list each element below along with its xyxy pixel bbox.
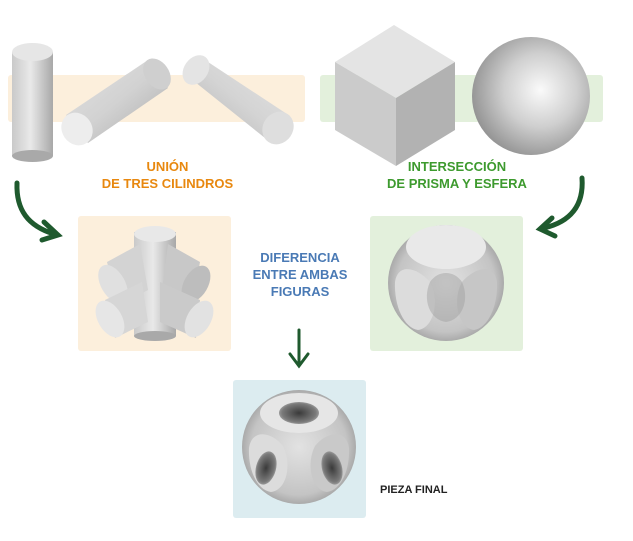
arrow-to-intersection	[535, 175, 585, 239]
union-label-line1: UNIÓN	[146, 159, 189, 174]
difference-label-line3: FIGURAS	[270, 284, 330, 299]
arrow-to-final	[288, 328, 310, 369]
difference-label-line1: DIFERENCIA	[260, 250, 340, 265]
arrow-to-union	[14, 180, 63, 243]
final-result-figure	[242, 390, 356, 504]
union-result-figure	[95, 226, 214, 341]
final-label: PIEZA FINAL	[380, 484, 448, 496]
union-label-line2: DE TRES CILINDROS	[101, 176, 234, 191]
vertical-cylinder	[12, 43, 53, 162]
intersection-label-line2: DE PRISMA Y ESFERA	[387, 176, 527, 191]
intersection-label: INTERSECCIÓN DE PRISMA Y ESFERA	[368, 158, 546, 192]
intersection-label-line1: INTERSECCIÓN	[407, 159, 507, 174]
union-label: UNIÓN DE TRES CILINDROS	[80, 158, 255, 192]
diagonal-cylinder-right	[182, 55, 294, 145]
sphere	[472, 37, 590, 155]
difference-label-line2: ENTRE AMBAS	[252, 267, 348, 282]
intersection-result-figure	[388, 225, 504, 341]
difference-label: DIFERENCIA ENTRE AMBAS FIGURAS	[248, 249, 352, 300]
diagonal-cylinder-left	[61, 58, 171, 146]
cube	[335, 25, 455, 166]
